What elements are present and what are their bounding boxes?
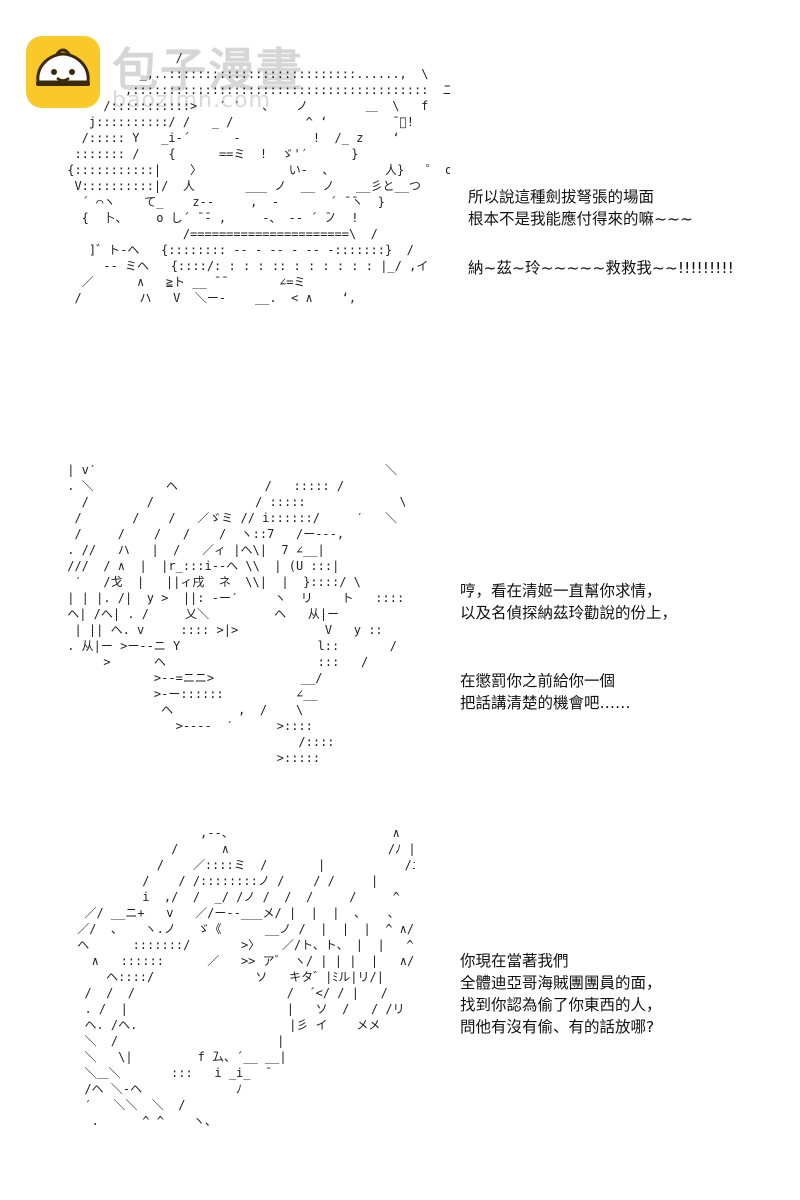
caption-block-2: 納~茲~玲~~~~~救救我~~!!!!!!!!!: [468, 257, 734, 279]
caption-line: 在懲罰你之前給你一個: [460, 672, 616, 690]
caption-line: 找到你認為偷了你東西的人，: [460, 996, 662, 1014]
caption-block-1: 所以說這種劍拔弩張的場面 根本不是我能應付得來的嘛~~~: [468, 186, 693, 230]
caption-line: 問他有沒有偷、有的話放哪?: [460, 1018, 655, 1036]
caption-line: 你現在當著我們: [460, 952, 569, 970]
ascii-art-panel-2: | v′ ＼ . ＼ ヘ / ::::: / \ / / / ::::: \ /…: [67, 463, 405, 765]
ascii-art-panel-3: ,--、 ∧ / ∧ /ﾉ | / ／::::ミ / | /i / / /:::…: [77, 826, 415, 1128]
caption-line: 根本不是我能應付得來的嘛~~~: [468, 210, 693, 228]
caption-line: 所以說這種劍拔弩張的場面: [468, 188, 655, 206]
caption-line: 以及名偵探納茲玲勸說的份上，: [460, 604, 678, 622]
caption-block-5: 你現在當著我們 全體迪亞哥海賊團團員的面， 找到你認為偷了你東西的人， 問他有沒…: [460, 950, 662, 1038]
caption-line: 全體迪亞哥海賊團團員的面，: [460, 974, 662, 992]
caption-line: 哼，看在清姬一直幫你求情，: [460, 582, 662, 600]
caption-line: 納~茲~玲~~~~~救救我~~!!!!!!!!!: [468, 259, 734, 277]
watermark-url: baozimh.com: [112, 88, 271, 113]
site-logo: [26, 36, 100, 108]
watermark-title: 包子漫畫: [112, 43, 304, 97]
caption-block-4: 在懲罰你之前給你一個 把話講清楚的機會吧……: [460, 670, 631, 714]
caption-line: 把話講清楚的機會吧……: [460, 694, 631, 712]
bun-face-icon: [36, 48, 90, 86]
ascii-art-panel-1: / _,..::::::::::::::::::::::::::......, …: [67, 51, 450, 305]
caption-block-3: 哼，看在清姬一直幫你求情， 以及名偵探納茲玲勸說的份上，: [460, 580, 677, 624]
